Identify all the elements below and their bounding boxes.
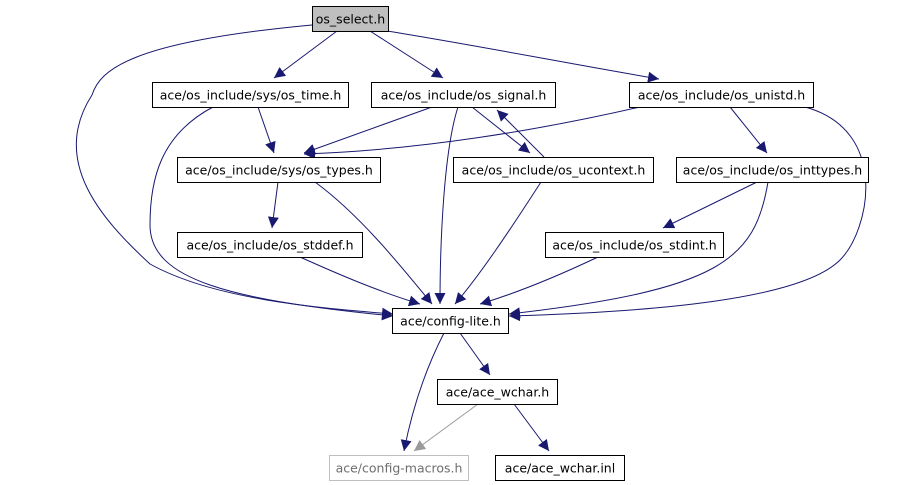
edge-sys-time-to-config-lite: [149, 106, 394, 321]
edge-ace-wchar-to-ace-wchar-inl: [513, 403, 550, 452]
node-box: [495, 455, 625, 481]
node-box: [629, 82, 814, 108]
edge-unistd-to-sys-types: [303, 106, 641, 160]
node-box: [676, 157, 869, 183]
edges-layer: [75, 24, 867, 452]
edge-unistd-to-inttypes: [729, 106, 768, 154]
edge-config-lite-to-config-macros: [400, 332, 445, 452]
node-box: [437, 379, 558, 405]
node-label: ace/os_include/os_stdint.h: [552, 238, 716, 253]
node-config-macros[interactable]: ace/config-macros.h: [329, 455, 469, 481]
node-label: ace/ace_wchar.h: [446, 385, 549, 400]
node-stdint[interactable]: ace/os_include/os_stdint.h: [545, 232, 724, 258]
edge-os-select-to-unistd: [386, 30, 660, 83]
node-label: ace/config-lite.h: [400, 314, 501, 329]
node-stddef[interactable]: ace/os_include/os_stddef.h: [177, 232, 363, 258]
node-sys-types[interactable]: ace/os_include/sys/os_types.h: [177, 157, 381, 183]
node-box: [177, 157, 381, 183]
edge-inttypes-to-stdint: [662, 181, 758, 229]
edge-unistd-to-config-lite: [508, 106, 867, 322]
node-ace-wchar[interactable]: ace/ace_wchar.h: [437, 379, 558, 405]
edge-os-select-to-config-lite: [75, 24, 394, 319]
node-label: ace/os_include/os_stddef.h: [186, 238, 353, 253]
node-box: [152, 82, 349, 108]
edge-ace-wchar-to-config-macros: [413, 403, 479, 452]
node-unistd[interactable]: ace/os_include/os_unistd.h: [629, 82, 814, 108]
node-box: [177, 232, 363, 258]
node-box: [312, 6, 389, 32]
edge-sys-types-to-config-lite: [314, 181, 433, 305]
edge-config-lite-to-ace-wchar: [459, 332, 491, 376]
edge-stdint-to-config-lite: [479, 256, 599, 307]
node-os-select[interactable]: os_select.h: [312, 6, 389, 32]
node-signal[interactable]: ace/os_include/os_signal.h: [371, 82, 556, 108]
node-label: ace/ace_wchar.inl: [505, 461, 615, 476]
node-label: ace/os_include/os_unistd.h: [638, 88, 805, 103]
edge-ucontext-to-config-lite: [454, 181, 542, 305]
edge-sys-types-to-stddef: [267, 181, 279, 229]
edge-os-select-to-sys-time: [273, 30, 338, 79]
node-box: [329, 455, 469, 481]
node-box: [453, 157, 654, 183]
node-label: ace/os_include/os_inttypes.h: [683, 163, 862, 178]
edge-signal-to-sys-types: [303, 106, 433, 155]
node-config-lite[interactable]: ace/config-lite.h: [392, 308, 509, 334]
node-ucontext[interactable]: ace/os_include/os_ucontext.h: [453, 157, 654, 183]
node-label: ace/config-macros.h: [336, 461, 463, 476]
node-label: ace/os_include/sys/os_types.h: [185, 163, 373, 178]
node-label: ace/os_include/os_ucontext.h: [462, 163, 646, 178]
node-label: ace/os_include/sys/os_time.h: [160, 88, 342, 103]
node-box: [392, 308, 509, 334]
node-ace-wchar-inl[interactable]: ace/ace_wchar.inl: [495, 455, 625, 481]
node-label: ace/os_include/os_signal.h: [381, 88, 547, 103]
edge-stddef-to-config-lite: [299, 256, 421, 307]
edge-sys-time-to-sys-types: [257, 106, 276, 154]
edge-signal-to-ucontext: [471, 106, 531, 154]
node-inttypes[interactable]: ace/os_include/os_inttypes.h: [676, 157, 869, 183]
edge-ucontext-to-signal: [496, 109, 545, 158]
node-label: os_select.h: [316, 12, 385, 27]
edge-signal-to-config-lite: [434, 106, 459, 305]
node-box: [371, 82, 556, 108]
node-sys-time[interactable]: ace/os_include/sys/os_time.h: [152, 82, 349, 108]
edge-inttypes-to-config-lite: [508, 181, 769, 319]
node-box: [545, 232, 724, 258]
edge-os-select-to-signal: [369, 30, 444, 79]
